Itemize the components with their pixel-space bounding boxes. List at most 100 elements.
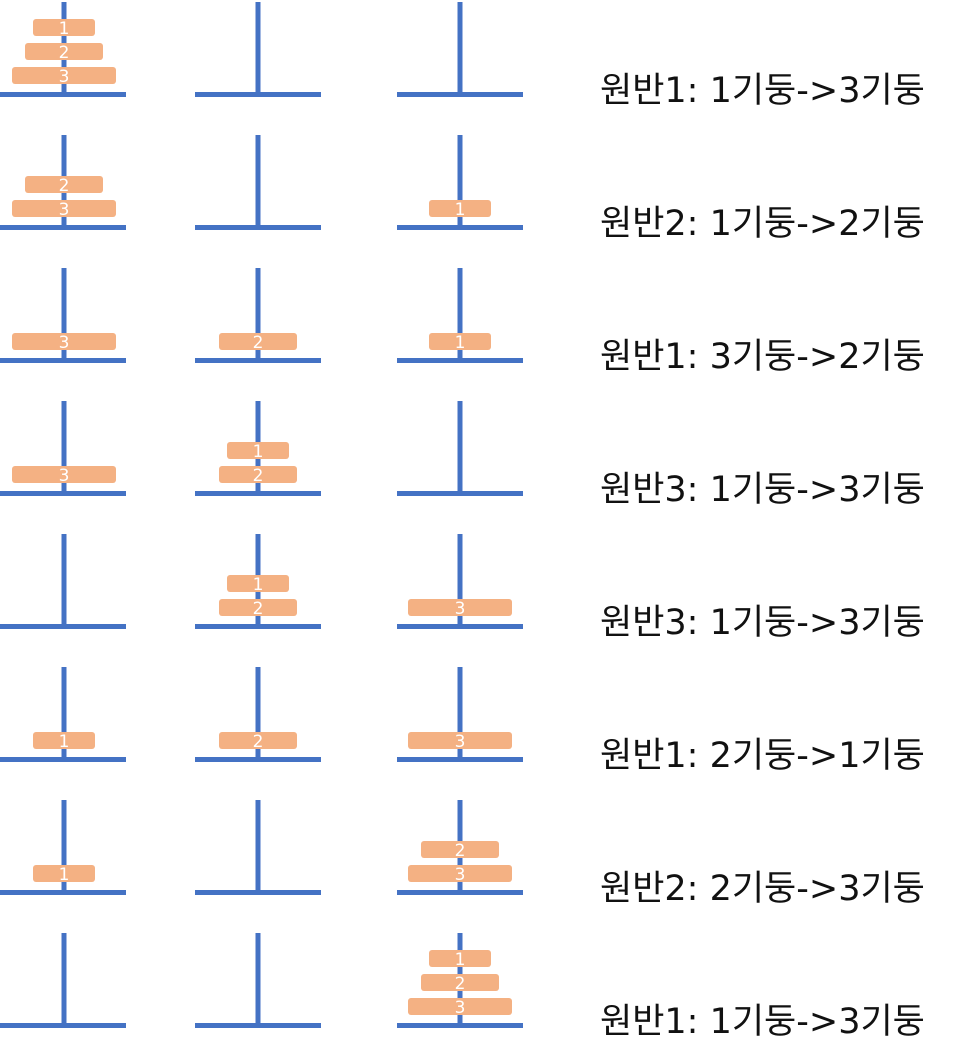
disk-2	[25, 43, 103, 60]
disk-3	[12, 333, 116, 350]
step-row-8: 3 2 1	[0, 933, 523, 1028]
disk-label: 3	[59, 200, 70, 220]
disk-label: 2	[59, 176, 70, 196]
peg-pole	[61, 800, 67, 892]
peg-pole	[61, 268, 67, 360]
disk-label: 2	[455, 974, 466, 994]
peg-base	[397, 1023, 523, 1028]
peg-base	[0, 225, 126, 230]
step-caption: 원반3: 1기둥->3기둥	[600, 470, 925, 510]
disk-label: 1	[253, 442, 264, 462]
step-row-7: 1 3 2	[0, 800, 523, 895]
step-row-3: 3 2 1	[0, 268, 523, 363]
disk-label: 3	[455, 998, 466, 1018]
peg-base	[195, 757, 321, 762]
peg-pole	[61, 667, 67, 759]
disk-2	[219, 466, 297, 483]
peg-pole	[61, 933, 67, 1025]
peg-pole	[457, 667, 463, 759]
peg-base	[397, 890, 523, 895]
peg-base	[195, 92, 321, 97]
disk-label: 2	[59, 43, 70, 63]
disk-label: 1	[455, 333, 466, 353]
disk-1	[227, 575, 289, 592]
step-row-5: 2 1 3	[0, 534, 523, 629]
peg-pole	[457, 268, 463, 360]
peg-pole	[255, 268, 261, 360]
step-row-4: 3 2 1	[0, 401, 523, 496]
disk-1	[33, 19, 95, 36]
disk-2	[219, 732, 297, 749]
peg-base	[397, 491, 523, 496]
peg-base	[397, 624, 523, 629]
peg-base	[0, 1023, 126, 1028]
disk-label: 1	[59, 19, 70, 39]
peg-base	[0, 358, 126, 363]
step-caption: 원반3: 1기둥->3기둥	[600, 603, 925, 643]
disk-label: 2	[253, 333, 264, 353]
disk-label: 3	[455, 865, 466, 885]
disk-2	[421, 841, 499, 858]
disk-label: 3	[455, 599, 466, 619]
disk-label: 3	[59, 67, 70, 87]
disk-label: 1	[59, 865, 70, 885]
disk-1	[429, 950, 491, 967]
step-row-6: 1 2 3	[0, 667, 523, 762]
peg-base	[0, 491, 126, 496]
peg-pole	[61, 401, 67, 493]
disk-3	[408, 865, 512, 882]
disk-2	[219, 599, 297, 616]
peg-pole	[255, 135, 261, 227]
disk-1	[429, 200, 491, 217]
step-caption: 원반1: 2기둥->1기둥	[600, 736, 925, 776]
peg-pole	[255, 2, 261, 94]
peg-base	[195, 358, 321, 363]
step-row-2: 321	[0, 135, 523, 230]
peg-base	[397, 358, 523, 363]
disk-label: 1	[455, 950, 466, 970]
disk-2	[421, 974, 499, 991]
step-caption: 원반2: 1기둥->2기둥	[600, 204, 925, 244]
peg-pole	[255, 800, 261, 892]
peg-base	[0, 92, 126, 97]
step-row-1: 3 2 1	[0, 2, 523, 97]
peg-pole	[255, 933, 261, 1025]
disk-2	[25, 176, 103, 193]
peg-base	[397, 225, 523, 230]
disk-label: 3	[59, 466, 70, 486]
peg-base	[397, 757, 523, 762]
peg-base	[0, 757, 126, 762]
step-caption: 원반1: 1기둥->3기둥	[600, 71, 925, 111]
peg-base	[0, 624, 126, 629]
peg-pole	[255, 667, 261, 759]
disk-3	[408, 732, 512, 749]
disk-label: 2	[253, 466, 264, 486]
disk-label: 3	[455, 732, 466, 752]
disk-1	[429, 333, 491, 350]
disk-3	[408, 998, 512, 1015]
disk-3	[12, 67, 116, 84]
step-caption: 원반1: 1기둥->3기둥	[600, 1002, 925, 1042]
peg-base	[195, 890, 321, 895]
peg-base	[0, 890, 126, 895]
disk-label: 3	[59, 333, 70, 353]
disk-label: 2	[455, 841, 466, 861]
disk-2	[219, 333, 297, 350]
disk-label: 1	[253, 575, 264, 595]
disk-label: 1	[59, 732, 70, 752]
peg-pole	[457, 135, 463, 227]
peg-base	[195, 491, 321, 496]
peg-base	[195, 225, 321, 230]
step-caption: 원반2: 2기둥->3기둥	[600, 869, 925, 909]
peg-base	[397, 92, 523, 97]
disk-3	[12, 200, 116, 217]
disk-label: 2	[253, 599, 264, 619]
step-caption: 원반1: 3기둥->2기둥	[600, 337, 925, 377]
peg-pole	[61, 534, 67, 626]
peg-base	[195, 624, 321, 629]
peg-pole	[457, 2, 463, 94]
disk-3	[12, 466, 116, 483]
disk-1	[227, 442, 289, 459]
disk-label: 2	[253, 732, 264, 752]
